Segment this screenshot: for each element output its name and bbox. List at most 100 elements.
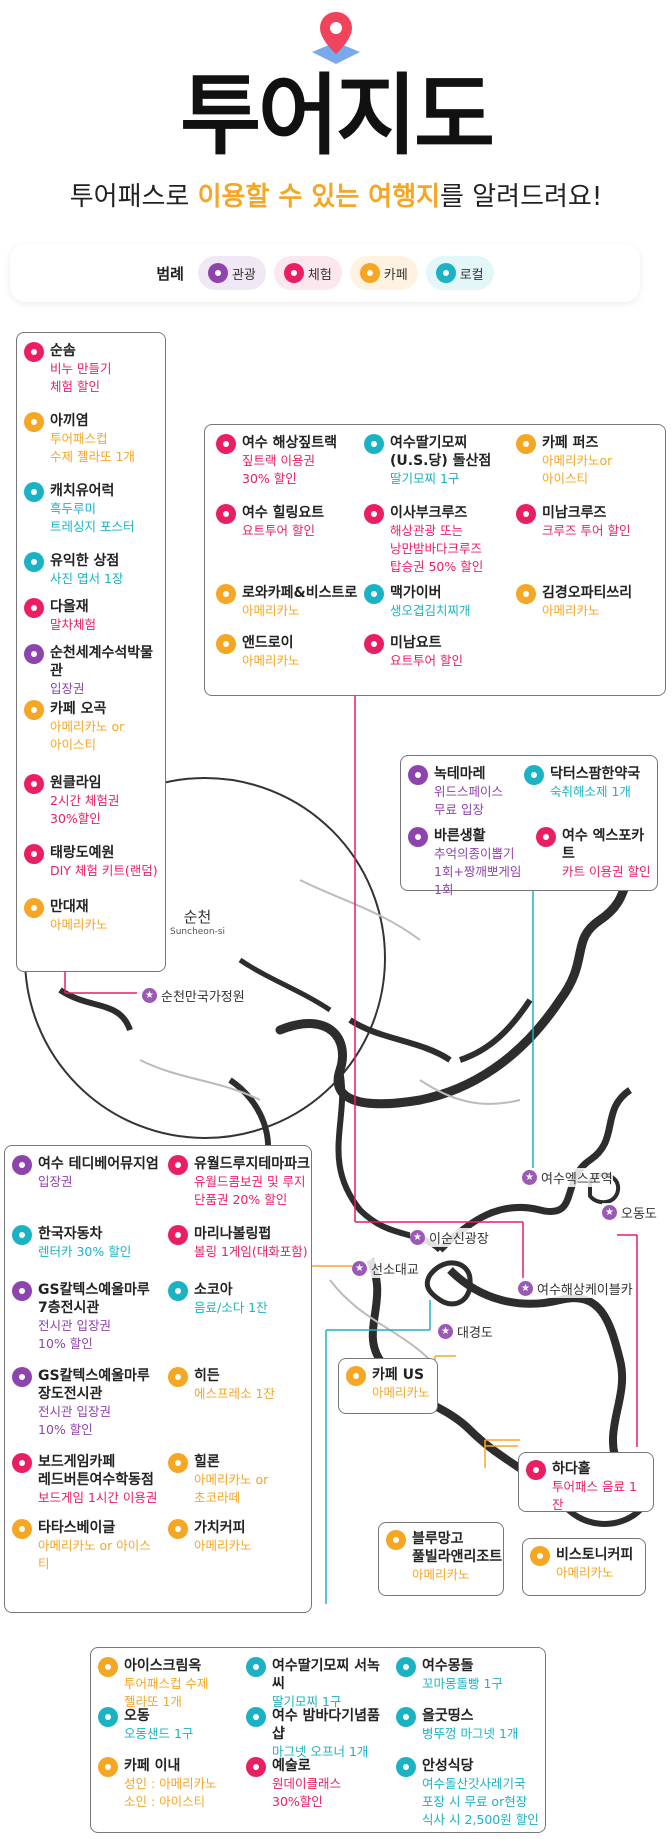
pin-icon [168,1155,188,1175]
place-benefit: 딸기모찌 1구 [390,471,460,486]
legend-label: 범례 [156,264,184,283]
marker-seonso[interactable]: ★선소대교 [352,1259,419,1278]
marker-odongdo[interactable]: ★오동도 [602,1203,657,1222]
place-name: 바른생활 [434,828,486,844]
marker-cable[interactable]: ★여수해상케이블카 [518,1279,633,1298]
pin-icon [24,700,44,720]
place-name: 태랑도예원 [50,845,115,861]
yeosu-mid-box [4,1145,312,1613]
pin-icon [24,412,44,432]
place-name: 아끼염 [50,413,89,429]
place-benefit: 카트 이용권 할인 [562,864,651,879]
place-name: 다올재 [50,599,89,615]
place-benefit: 투어패스 음료 1잔 [552,1479,637,1512]
place-name: 타타스베이글 [38,1520,116,1536]
place-name: 아이스크림옥 [124,1658,202,1674]
marker-suncheon-garden[interactable]: ★순천만국가정원 [142,986,245,1005]
place-name: 순천세계수석박물관 [50,645,154,679]
place-name: 보드게임카페 레드버튼여수학동점 [38,1454,154,1488]
pin-icon [536,827,556,847]
pin-icon [246,1757,266,1777]
place-benefit: 보드게임 1시간 이용권 [38,1490,158,1505]
pin-icon [216,584,236,604]
pin-icon [516,434,536,454]
place-benefit: 흑두루미 트레싱지 포스터 [50,501,135,534]
place-name: 안성식당 [422,1758,474,1774]
marker-yisunsin[interactable]: ★이순신광장 [410,1228,489,1247]
place-name: 카페 이내 [124,1758,181,1774]
place-name: 이사부크루즈 [390,505,468,521]
place-benefit: 아메리카노 [556,1565,614,1580]
place-benefit: 아메리카노 or 아이스티 [50,719,125,752]
place-benefit: 투어패스컵 수제 젤라또 1개 [50,431,135,464]
pin-icon [24,844,44,864]
pin-icon [526,1460,546,1480]
pin-icon [12,1155,32,1175]
place-benefit: 전시관 입장권 10% 할인 [38,1318,111,1351]
pin-icon [364,634,384,654]
place-benefit: 말차체험 [50,617,97,632]
place-name: 여수딸기모찌 (U.S.당) 돌산점 [390,435,492,469]
pin-icon [516,584,536,604]
star-icon: ★ [522,1170,537,1185]
place-name: 카페 US [372,1367,425,1383]
place-name: 만대재 [50,899,89,915]
place-benefit: 아메리카노 [242,603,300,618]
pin-icon [408,827,428,847]
pin-icon [408,765,428,785]
pin-icon [24,898,44,918]
marker-daegyeongdo[interactable]: ★대경도 [438,1322,493,1341]
marker-yeosu-expo[interactable]: ★여수엑스포역 [522,1168,613,1187]
